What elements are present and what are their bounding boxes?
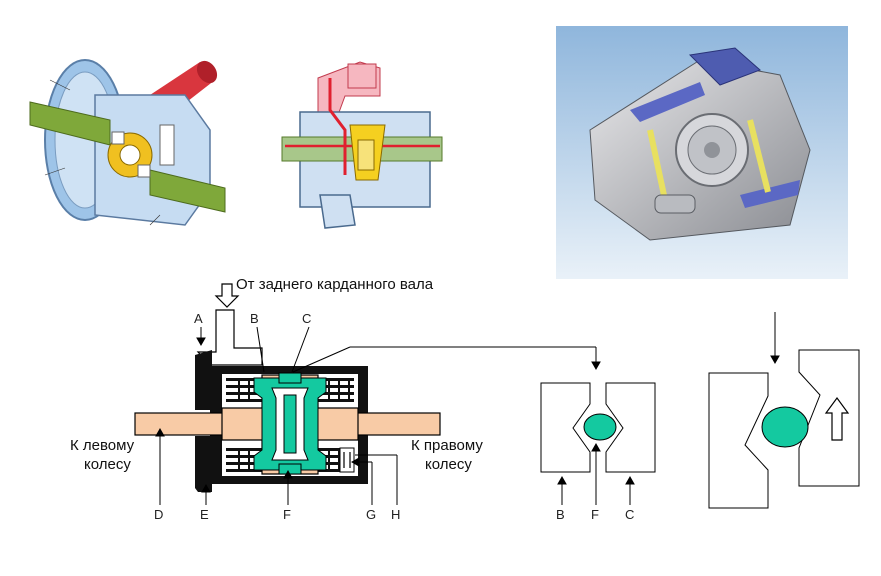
letter-h: H (391, 507, 400, 522)
left-label-line1: К левому (70, 437, 135, 454)
letter-a: A (194, 311, 203, 326)
input-arrow (214, 283, 240, 308)
letter-c: C (302, 311, 311, 326)
main-leader-lines (155, 326, 601, 505)
cross-section-diagram (134, 283, 441, 492)
left-label-line2: колесу (84, 456, 131, 473)
detail-ball (583, 413, 617, 441)
displaced-right-block (798, 349, 860, 487)
detail-letter-b: B (556, 507, 565, 522)
part-a-plate (195, 350, 212, 410)
detail-letter-c: C (625, 507, 634, 522)
3d-render-photo (556, 26, 848, 279)
cutaway-differential-illustration (29, 59, 226, 226)
detail-left-block (540, 382, 591, 473)
letter-d: D (154, 507, 163, 522)
up-arrow-icon (824, 396, 850, 441)
displaced-left-block (708, 372, 769, 509)
right-label-line2: колесу (425, 456, 472, 473)
part-e-plate (195, 436, 212, 492)
letter-f: F (283, 507, 291, 522)
detail-right-block (605, 382, 656, 473)
ball-bottom (278, 463, 302, 475)
letter-g: G (366, 507, 376, 522)
top-label: От заднего карданного вала (236, 276, 434, 293)
ball-top (278, 372, 302, 384)
detail-view-large (708, 312, 860, 509)
letter-b: B (250, 311, 259, 326)
detail-letter-f: F (591, 507, 599, 522)
letter-e: E (200, 507, 209, 522)
displaced-ball (761, 406, 809, 448)
right-label-line1: К правому (411, 437, 483, 454)
detail-view-small (540, 382, 656, 505)
part-g-h-bracket (339, 447, 355, 473)
colored-schematic-illustration (281, 61, 443, 229)
